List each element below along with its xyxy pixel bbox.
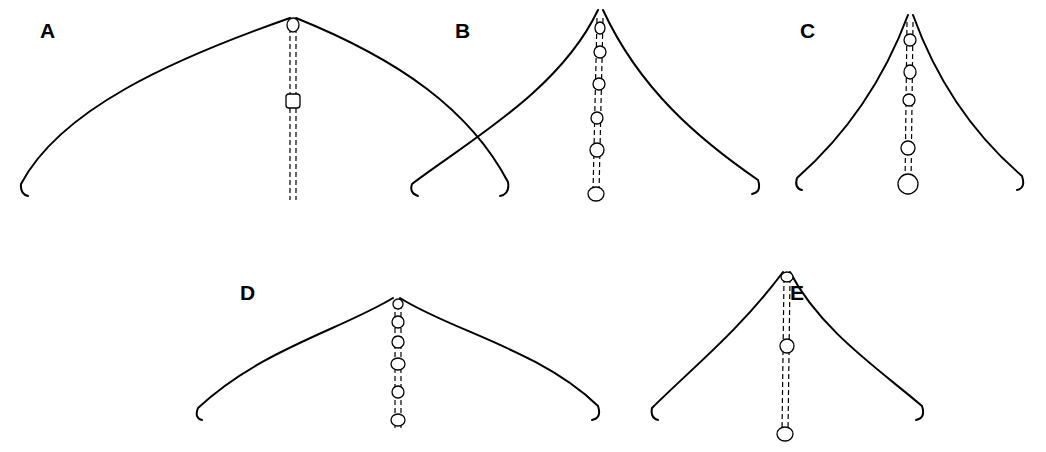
figure-letter: B — [455, 20, 470, 41]
specimen-a — [21, 18, 508, 200]
figure-letter: D — [240, 282, 255, 303]
specimen-e — [652, 272, 924, 441]
specimen-b — [411, 10, 759, 201]
figure-letter: A — [40, 20, 55, 41]
figure-letter: E — [790, 282, 804, 303]
specimen-d — [197, 298, 599, 428]
figure-letter: C — [800, 20, 815, 41]
specimen-c — [796, 15, 1023, 194]
